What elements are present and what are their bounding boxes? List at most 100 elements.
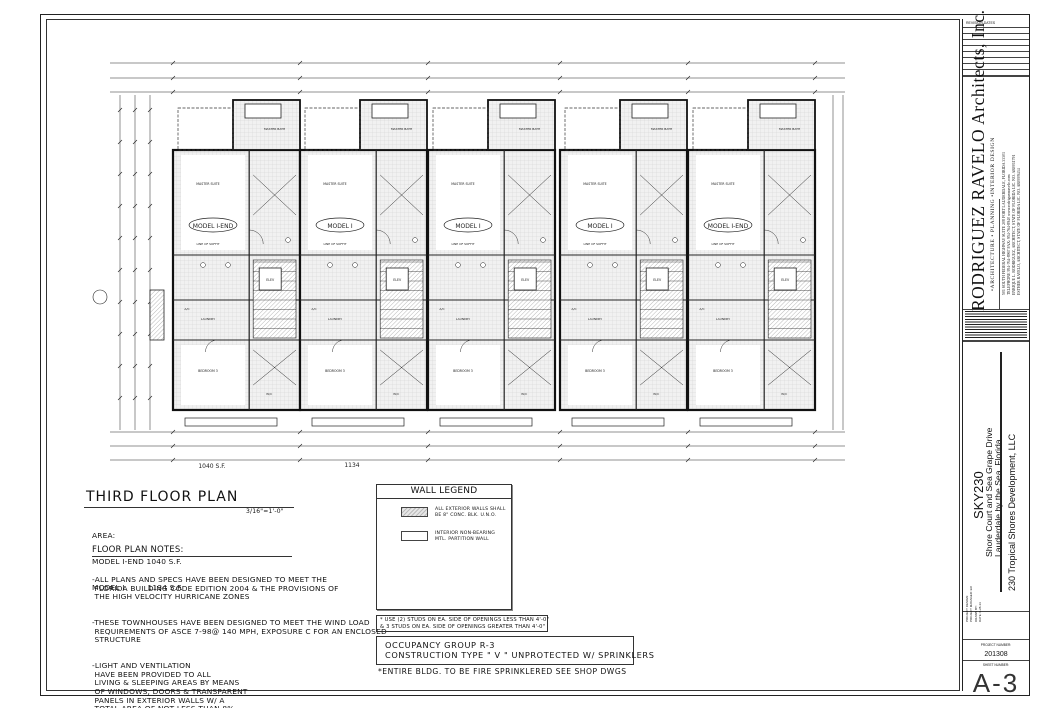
bedroom-floor [181, 345, 246, 405]
master-suite-label: MASTER SUITE [323, 182, 346, 186]
closet-x [253, 174, 297, 216]
copyright-notice [965, 311, 1027, 338]
dimension-tick [117, 363, 123, 369]
door-swing [764, 229, 779, 245]
ac-label: A/C [184, 307, 189, 311]
master-bath-label: MASTER BATH [779, 127, 800, 131]
dimension-tick [557, 60, 563, 66]
master-suite-floor [308, 155, 373, 250]
window-tag [412, 237, 418, 243]
master-bath-label: MASTER BATH [391, 127, 412, 131]
lower-balcony [311, 417, 405, 427]
bathtub [371, 103, 409, 119]
area-summary: AREA: MODEL I-END 1040 S.F. MODEL I 1134… [92, 515, 183, 610]
license-line: ESTHER RAVELO, ARCHITECT, STATE OF FLORI… [1017, 168, 1021, 295]
ac-label: A/C [439, 307, 444, 311]
closet-x [508, 349, 552, 386]
window-tag [327, 262, 333, 268]
closet-x [768, 349, 812, 386]
dimension-tick [117, 171, 123, 177]
bedroom-floor [436, 345, 501, 405]
balcony [304, 107, 361, 151]
section-marker [92, 289, 108, 305]
wc-label: W/C [393, 392, 399, 396]
model-label: MODEL I-END [193, 223, 234, 230]
balcony [564, 107, 621, 151]
window-tag [740, 262, 746, 268]
dimension-tick [132, 363, 138, 369]
window-tag [540, 237, 546, 243]
bathtub [244, 103, 282, 119]
dimension-tick [812, 75, 818, 81]
model-label: MODEL I [587, 223, 613, 230]
dimension-tick [557, 429, 563, 435]
window-tag [587, 262, 593, 268]
bedroom-floor [696, 345, 761, 405]
window-tag [672, 237, 678, 243]
lower-balcony [699, 417, 793, 427]
model-tag-cloud [575, 217, 625, 233]
project-number: 201308 [984, 651, 1008, 658]
dimension-tick [132, 331, 138, 337]
elevator [513, 267, 537, 291]
dimension-tick [425, 429, 431, 435]
model-label: MODEL I [327, 223, 353, 230]
master-bath-label: MASTER BATH [651, 127, 672, 131]
laundry-label: LAUNDRY [201, 317, 215, 321]
dimension-tick [117, 267, 123, 273]
dimension-tick [132, 395, 138, 401]
model-tag-cloud [315, 217, 365, 233]
window-tag [352, 262, 358, 268]
master-suite-label: MASTER SUITE [583, 182, 606, 186]
dimension-tick [685, 75, 691, 81]
firm-address: 501 SOUTH FEDERAL HIGHWAY SUITE 208 FORT… [1002, 152, 1022, 295]
window-tag [715, 262, 721, 268]
door-swing [249, 229, 264, 245]
dimension-tick [147, 235, 153, 241]
window-tag [200, 262, 206, 268]
laundry-label: LAUNDRY [716, 317, 730, 321]
master-suite-floor [568, 155, 633, 250]
dimension-tick [425, 457, 431, 463]
elevator [258, 267, 282, 291]
sprinkler-note: *ENTIRE BLDG. TO BE FIRE SPRINKLERED SEE… [378, 667, 627, 676]
window-tag [612, 262, 618, 268]
dimension-tick [685, 89, 691, 95]
title-underline [84, 507, 294, 508]
dimension-tick [170, 443, 176, 449]
dimension-tick [132, 203, 138, 209]
dimension-tick [812, 60, 818, 66]
wc-label: W/C [521, 392, 527, 396]
elevator [645, 267, 669, 291]
balcony [432, 107, 489, 151]
drawing-title: THIRD FLOOR PLAN [86, 489, 239, 505]
model-label: MODEL I-END [708, 223, 749, 230]
door-swing [504, 229, 519, 245]
dimension-tick [685, 457, 691, 463]
dimension-tick [812, 89, 818, 95]
date: DATE: 8-28-13 [978, 602, 983, 622]
dimension-tick [117, 331, 123, 337]
door-swing [720, 339, 733, 353]
bathtub [759, 103, 797, 119]
occupancy-box: OCCUPANCY GROUP R-3 CONSTRUCTION TYPE " … [376, 636, 654, 665]
project-info: PROJECT DESIGN: PROJECT MANAGER: ER DRAW… [965, 586, 983, 622]
master-suite-floor [696, 155, 761, 250]
window-tag [480, 262, 486, 268]
dimension-tick [170, 457, 176, 463]
dimension-tick [170, 75, 176, 81]
owner-name: 230 Tropical Shores Development, LLC [1007, 433, 1017, 591]
firm-name: RODRIGUEZ RAVELO Architects, Inc. [968, 9, 988, 311]
bedroom-floor [568, 345, 633, 405]
master-bath-label: MASTER BATH [264, 127, 285, 131]
window-tag [225, 262, 231, 268]
dimension-tick [812, 443, 818, 449]
dimension-tick [425, 60, 431, 66]
dimension-tick [170, 429, 176, 435]
bathtub [631, 103, 669, 119]
dimension-tick [297, 443, 303, 449]
master-suite-floor [181, 155, 246, 250]
wc-label: W/C [653, 392, 659, 396]
dimension-tick [685, 60, 691, 66]
